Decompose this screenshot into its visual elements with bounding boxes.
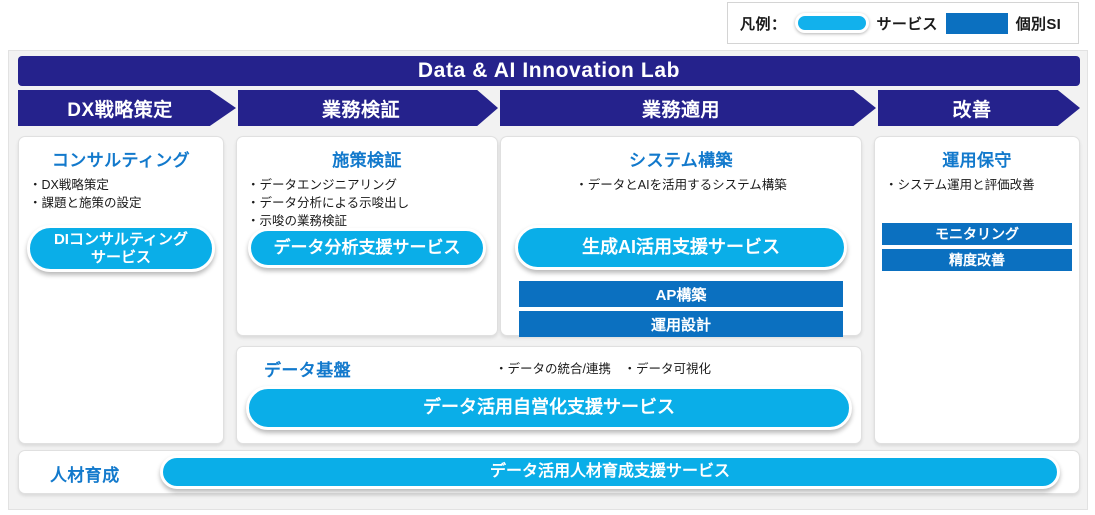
human-resources-title: 人材育成 bbox=[50, 466, 120, 485]
bullet-item: ・データエンジニアリング bbox=[247, 178, 398, 192]
bullet-item: ・システム運用と評価改善 bbox=[885, 178, 1035, 192]
column-title: 施策検証 bbox=[332, 151, 402, 170]
phase-arrow-improvement: 改善 bbox=[878, 90, 1080, 126]
column-title: コンサルティング bbox=[51, 151, 191, 170]
bullet-item: ・DX戦略策定 bbox=[29, 178, 109, 192]
legend-si-swatch bbox=[945, 12, 1008, 34]
phase-arrow-dx-strategy: DX戦略策定 bbox=[18, 90, 236, 126]
diagram-title-bar: Data & AI Innovation Lab bbox=[18, 56, 1080, 86]
phase-label: 業務検証 bbox=[321, 99, 400, 121]
si-block-operation-design[interactable]: 運用設計 bbox=[519, 311, 843, 337]
service-pill-data-self-sufficiency-support[interactable]: データ活用自営化支援サービス bbox=[246, 386, 852, 430]
service-pill-hr-development-support[interactable]: データ活用人材育成支援サービス bbox=[160, 455, 1060, 489]
si-block-ap-construction[interactable]: AP構築 bbox=[519, 281, 843, 307]
bullet-item: ・示唆の業務検証 bbox=[247, 213, 348, 228]
phase-label: 業務適用 bbox=[641, 99, 720, 121]
service-pill-data-analysis-support[interactable]: データ分析支援サービス bbox=[248, 228, 486, 268]
legend-si-label: 個別SI bbox=[1015, 15, 1062, 33]
column-bullet-list: ・データとAIを活用するシステム構築 bbox=[501, 177, 861, 195]
service-pill-di-consulting[interactable]: DIコンサルティングサービス bbox=[27, 225, 215, 272]
phase-label: 改善 bbox=[952, 99, 992, 121]
data-platform-bullets: ・データの統合/連携 ・データ可視化 bbox=[495, 362, 711, 376]
column-bullet-list: ・データエンジニアリング ・データ分析による示唆出し ・示唆の業務検証 bbox=[237, 177, 497, 230]
phase-label: DX戦略策定 bbox=[67, 99, 173, 121]
bullet-item: ・データ分析による示唆出し bbox=[247, 195, 410, 210]
column-bullet-list: ・システム運用と評価改善 bbox=[875, 177, 1079, 195]
column-card-operation-maintenance: 運用保守 ・システム運用と評価改善 bbox=[874, 136, 1080, 444]
phase-arrow-business-application: 業務適用 bbox=[500, 90, 876, 126]
column-title: システム構築 bbox=[629, 151, 733, 170]
bullet-item: ・課題と施策の設定 bbox=[29, 195, 142, 210]
data-platform-title: データ基盤 bbox=[264, 361, 351, 380]
column-title: 運用保守 bbox=[942, 151, 1012, 170]
legend-service-label: サービス bbox=[876, 15, 938, 33]
legend-title: 凡例： bbox=[740, 15, 787, 33]
service-pill-generative-ai-support[interactable]: 生成AI活用支援サービス bbox=[515, 225, 847, 270]
column-card-measure-verification: 施策検証 ・データエンジニアリング ・データ分析による示唆出し ・示唆の業務検証 bbox=[236, 136, 498, 336]
phase-arrow-business-verification: 業務検証 bbox=[238, 90, 498, 126]
si-block-monitoring[interactable]: モニタリング bbox=[882, 223, 1072, 245]
column-card-consulting: コンサルティング ・DX戦略策定 ・課題と施策の設定 bbox=[18, 136, 224, 444]
column-bullet-list: ・DX戦略策定 ・課題と施策の設定 bbox=[19, 177, 223, 213]
bullet-item: ・データとAIを活用するシステム構築 bbox=[575, 178, 787, 192]
si-block-accuracy-improvement[interactable]: 精度改善 bbox=[882, 249, 1072, 271]
page-title: Data & AI Innovation Lab bbox=[417, 59, 681, 82]
legend-service-swatch bbox=[794, 13, 869, 33]
legend: 凡例： サービス 個別SI bbox=[727, 2, 1079, 44]
